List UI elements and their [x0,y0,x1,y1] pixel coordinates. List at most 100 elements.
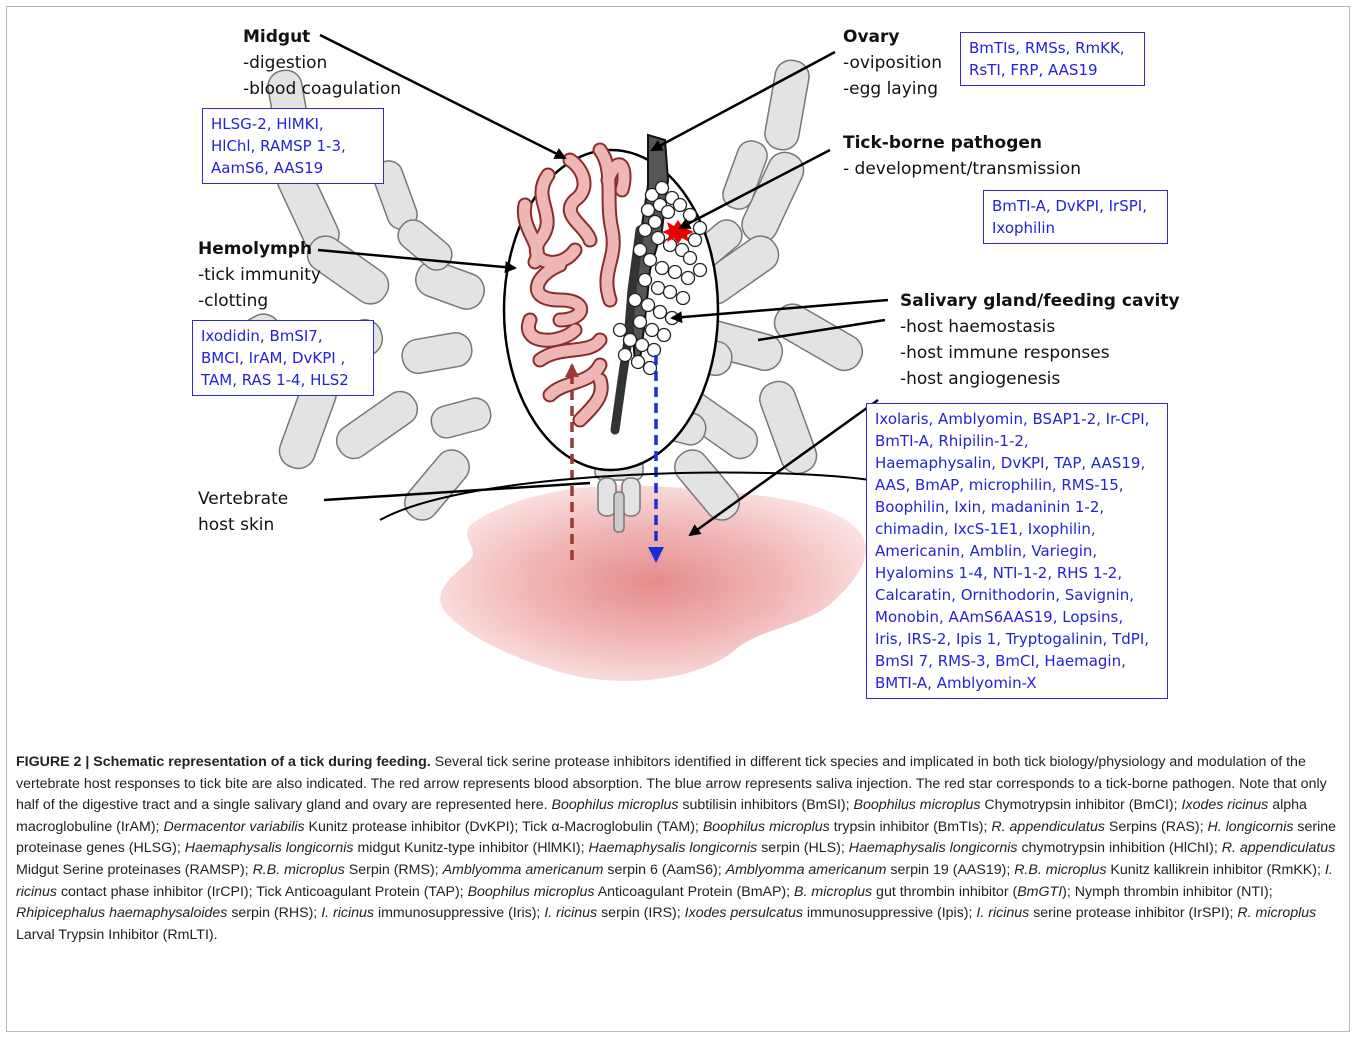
salivary-acinus [654,306,667,319]
caption-text: serine protease inhibitor (IrSPI); [1029,905,1237,921]
salivary-acinus [664,286,677,299]
salivary-acinus [694,264,707,277]
caption-italic: Ixodes ricinus [1182,797,1269,813]
caption-italic: H. longicornis [1207,819,1293,835]
salivary-acinus [677,292,690,305]
caption-text: Serpin (RMS); [345,862,443,878]
caption-text: Larval Trypsin Inhibitor (RmLTI). [16,927,218,943]
caption-text: subtilisin inhibitors (BmSI); [678,797,853,813]
inhibitor-line: Ixodidin, BmSI7, [201,325,365,347]
inhibitor-line: Monobin, AAmS6AAS19, Lopsins, [875,606,1159,628]
hemolymph-label: Hemolymph -tick immunity -clotting [198,236,321,314]
salivary-acinus [644,254,657,267]
midgut-line: -digestion [243,50,401,76]
salivary-acinus [652,232,665,245]
inhibitor-line: AAS, BmAP, microphilin, RMS-15, [875,474,1159,496]
salivary-acinus [629,294,642,307]
salivary-line: -host immune responses [900,340,1180,366]
inhibitor-line: chimadin, IxcS-1E1, Ixophilin, [875,518,1159,540]
caption-italic: Boophilus microplus [703,819,830,835]
salivary-acinus [639,274,652,287]
salivary-acinus [636,339,649,352]
hemolymph-line: -clotting [198,288,321,314]
inhibitor-line: Haemaphysalin, DvKPI, TAP, AAS19, [875,452,1159,474]
caption-italic: R.B. microplus [1014,862,1106,878]
ovary-label: Ovary -oviposition -egg laying [843,24,942,102]
caption-text: serpin 6 (AamS6); [603,862,725,878]
salivary-acinus [664,239,677,252]
caption-text: serpin (IRS); [597,905,685,921]
salivary-acinus [656,262,669,275]
inhibitor-line: RsTI, FRP, AAS19 [969,59,1136,81]
salivary-acinus [639,224,652,237]
caption-italic: Amblyomma americanum [726,862,887,878]
caption-italic: BmGTI [1017,884,1062,900]
ovary-inhibitor-box: BmTIs, RMSs, RmKK, RsTI, FRP, AAS19 [960,32,1145,86]
caption-text: Chymotrypsin inhibitor (BmCI); [980,797,1181,813]
ovary-line: -oviposition [843,50,942,76]
caption-italic: I. ricinus [976,905,1029,921]
salivary-acinus [614,324,627,337]
inhibitor-line: BMTI-A, Amblyomin-X [875,672,1159,694]
inhibitor-line: HLSG-2, HlMKI, [211,113,375,135]
salivary-acinus [684,252,697,265]
caption-italic: Haemaphysalis longicornis [185,840,354,856]
caption-italic: Boophilus microplus [854,797,981,813]
salivary-acinus [634,244,647,257]
midgut-line: -blood coagulation [243,76,401,102]
inhibitor-line: Ixolaris, Amblyomin, BSAP1-2, Ir-CPI, [875,408,1159,430]
salivary-acinus [648,344,661,357]
caption-text: immunosuppressive (Iris); [374,905,544,921]
salivary-acinus [646,324,659,337]
caption-italic: R. appendiculatus [1222,840,1336,856]
caption-text: serpin (RHS); [227,905,321,921]
inhibitor-line: BmSI 7, RMS-3, BmCI, Haemagin, [875,650,1159,672]
caption-text: Serpins (RAS); [1105,819,1208,835]
inhibitor-line: Calcaratin, Ornithodorin, Savignin, [875,584,1159,606]
pathogen-label: Tick-borne pathogen - development/transm… [843,130,1081,182]
salivary-title: Salivary gland/feeding cavity [900,288,1180,314]
caption-body: Several tick serine protease inhibitors … [16,754,1336,943]
caption-text: Kunitz protease inhibitor (DvKPI); Tick … [305,819,703,835]
salivary-acinus [674,199,687,212]
caption-text: contact phase inhibitor (IrCPI); Tick An… [57,884,468,900]
pathogen-title: Tick-borne pathogen [843,130,1081,156]
caption-text: Midgut Serine proteinases (RAMSP); [16,862,253,878]
caption-text: Kunitz kallikrein inhibitor (RmKK); [1106,862,1324,878]
salivary-inhibitor-box: Ixolaris, Amblyomin, BSAP1-2, Ir-CPI, Bm… [866,403,1168,699]
inhibitor-line: BmTI-A, DvKPI, IrSPI, [992,195,1159,217]
inhibitor-line: Americanin, Amblin, Variegin, [875,540,1159,562]
hemolymph-inhibitor-box: Ixodidin, BmSI7, BMCI, IrAM, DvKPI , TAM… [192,320,374,396]
caption-italic: Haemaphysalis longicornis [849,840,1018,856]
caption-italic: R.B. microplus [253,862,345,878]
caption-italic: B. microplus [794,884,872,900]
inhibitor-line: TAM, RAS 1-4, HLS2 [201,369,365,391]
caption-text: serpin (HLS); [757,840,848,856]
caption-text: midgut Kunitz-type inhibitor (HlMKI); [354,840,589,856]
inhibitor-line: HlChl, RAMSP 1-3, [211,135,375,157]
inhibitor-line: Ixophilin [992,217,1159,239]
skin-line: Vertebrate [198,486,288,512]
caption-text: immunosuppressive (Ipis); [803,905,976,921]
caption-text: trypsin inhibitor (BmTIs); [830,819,992,835]
skin-label: Vertebrate host skin [198,486,288,538]
caption-text: ); Nymph thrombin inhibitor (NTI); [1062,884,1273,900]
caption-italic: Rhipicephalus haemaphysaloides [16,905,227,921]
salivary-acinus [694,222,707,235]
inhibitor-line: Hyalomins 1-4, NTI-1-2, RHS 1-2, [875,562,1159,584]
inhibitor-line: BmTIs, RMSs, RmKK, [969,37,1136,59]
caption-italic: Haemaphysalis longicornis [589,840,758,856]
ovary-title: Ovary [843,24,942,50]
caption-italic: R. microplus [1237,905,1316,921]
salivary-acinus [634,316,647,329]
salivary-acinus [642,299,655,312]
inhibitor-line: Boophilin, Ixin, madaninin 1-2, [875,496,1159,518]
figure-label: FIGURE 2 | Schematic representation of a… [16,754,431,770]
inhibitor-line: BmTI-A, Rhipilin-1-2, [875,430,1159,452]
ovary-line: -egg laying [843,76,942,102]
hemolymph-line: -tick immunity [198,262,321,288]
inhibitor-line: BMCI, IrAM, DvKPI , [201,347,365,369]
caption-italic: R. appendiculatus [991,819,1105,835]
midgut-label: Midgut -digestion -blood coagulation [243,24,401,102]
caption-text: chymotrypsin inhibition (HlChI); [1018,840,1222,856]
